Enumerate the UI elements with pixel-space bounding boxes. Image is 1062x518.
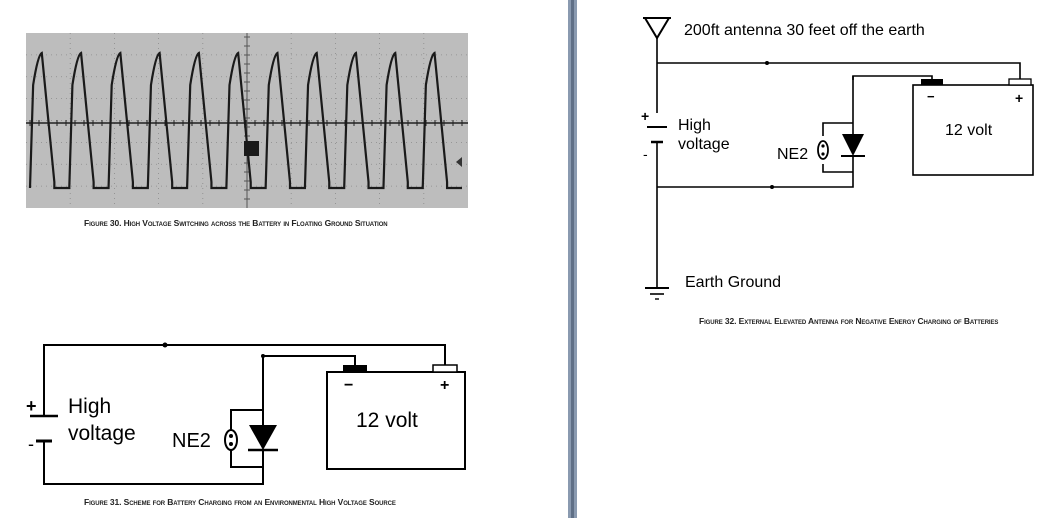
scope-trigger-marker [456,157,462,167]
battery-box [326,371,466,470]
battery-terminal-negative [343,365,367,372]
battery-label: 12 volt [945,122,993,139]
battery-label: 12 volt [356,409,418,432]
source-label-line1: High [68,395,111,418]
circuit-wires [656,38,1021,288]
diode-icon [842,134,864,156]
diode-icon [249,425,277,450]
document-page-left[interactable]: Figure 30. High Voltage Switching across… [0,0,568,518]
source-label-line2: voltage [678,136,730,153]
source-minus-sign: - [643,146,648,162]
circuit-wires [43,344,446,485]
battery-terminal-positive [1008,78,1032,86]
battery-plus-sign: + [440,377,449,394]
ground-label: Earth Ground [685,274,781,291]
battery-plus-sign: + [1015,90,1023,106]
neon-bulb-icon [224,429,238,451]
scope-waveform [28,51,462,190]
source-minus-sign: - [28,434,34,454]
figure-30-caption: Figure 30. High Voltage Switching across… [84,218,388,228]
battery-minus-sign: − [344,377,353,394]
ne2-label: NE2 [777,146,808,163]
battery-minus-sign: − [927,89,935,104]
document-page-right[interactable]: 200ft antenna 30 feet off the earth + - … [577,0,1062,518]
scope-grid [26,33,468,208]
ne2-label: NE2 [172,430,211,452]
source-label-line1: High [678,117,711,134]
source-plus-sign: + [641,108,649,124]
battery-terminal-positive [432,364,458,373]
source-plus-sign: + [26,396,37,416]
figure-31-caption: Figure 31. Scheme for Battery Charging f… [84,497,396,507]
figure-32-caption: Figure 32. External Elevated Antenna for… [699,316,999,326]
oscilloscope-trace-figure [26,33,468,208]
antenna-icon [644,17,670,40]
page-divider [571,0,574,518]
neon-bulb-icon [817,140,829,160]
battery-box [912,84,1034,176]
antenna-charging-circuit-figure: 200ft antenna 30 feet off the earth + - … [641,17,1034,300]
battery-charging-circuit-figure: + - High voltage NE2 − + 12 volt [26,342,466,485]
scope-cursor-marker [244,141,259,156]
source-label-line2: voltage [68,422,136,445]
battery-terminal-negative [921,79,943,85]
antenna-label: 200ft antenna 30 feet off the earth [684,22,925,39]
